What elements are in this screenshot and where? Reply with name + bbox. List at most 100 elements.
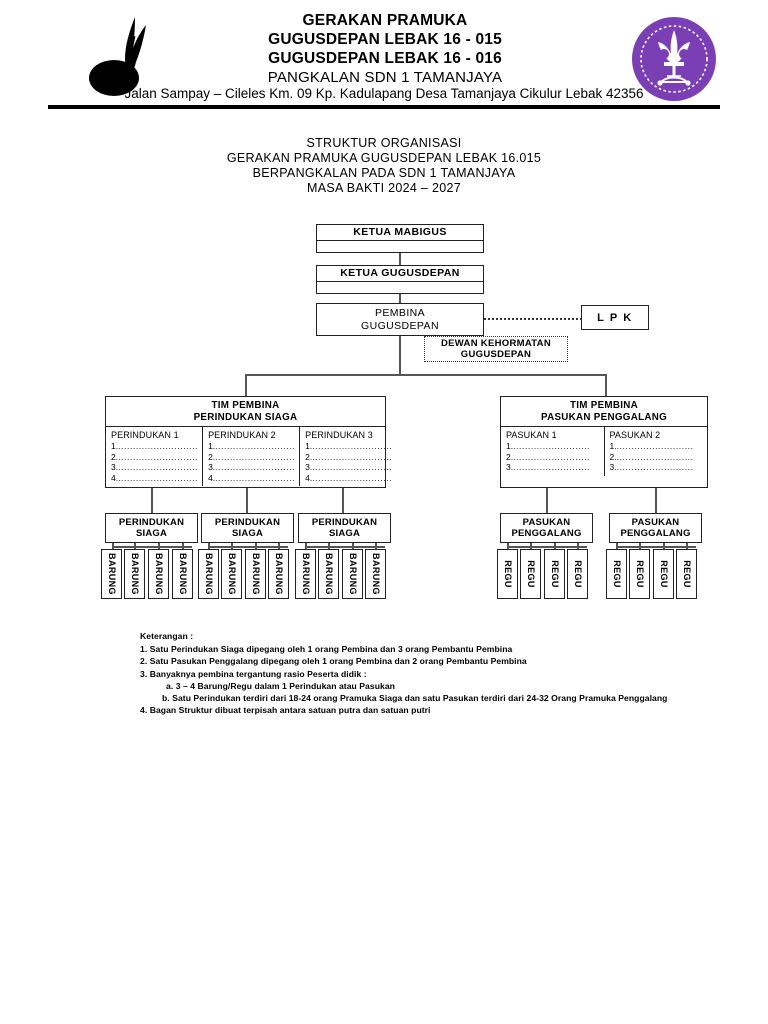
- node-barung-3-3[interactable]: BARUNG: [342, 549, 363, 599]
- connector-stub-p1b: [530, 543, 532, 549]
- column-pasukan-1-row-2: 2...........................: [506, 451, 591, 462]
- node-perindukan-siaga-3-line-1: PERINDUKAN: [311, 517, 378, 528]
- group-tim-penggalang-columns: PASUKAN 1 1........................... 2…: [501, 427, 707, 476]
- node-pasukan-penggalang-1-line-1: PASUKAN: [522, 517, 571, 528]
- group-tim-siaga-columns: PERINDUKAN 1 1..........................…: [106, 427, 392, 486]
- connector-stub-p1d: [577, 543, 579, 549]
- node-barung-2-4[interactable]: BARUNG: [268, 549, 289, 599]
- column-perindukan-3-row-3: 3............................: [305, 462, 393, 472]
- connector-drop-tim-penggalang: [605, 374, 607, 397]
- connector-stub-s3c: [352, 543, 354, 549]
- connector-stub-s2b: [231, 543, 233, 549]
- letterhead-line-2: GUGUSDEPAN LEBAK 16 - 015: [268, 31, 502, 48]
- node-regu-2-3[interactable]: REGU: [653, 549, 674, 599]
- keterangan-item-2: 2. Satu Pasukan Penggalang dipegang oleh…: [140, 656, 527, 667]
- connector-mabigus-gudep: [399, 253, 401, 265]
- node-barung-1-1[interactable]: BARUNG: [101, 549, 122, 599]
- column-pasukan-1-row-1: 1...........................: [506, 441, 591, 451]
- node-dewan-kehormatan[interactable]: DEWAN KEHORMATAN GUGUSDEPAN: [424, 336, 568, 362]
- group-tim-penggalang-title: TIM PEMBINA PASUKAN PENGGALANG: [501, 397, 707, 427]
- letterhead-line-4: PANGKALAN SDN 1 TAMANJAYA: [267, 69, 503, 86]
- page-title-line-3: BERPANGKALAN PADA SDN 1 TAMANJAYA: [252, 166, 516, 180]
- node-regu-1-4[interactable]: REGU: [567, 549, 588, 599]
- node-barung-3-4[interactable]: BARUNG: [365, 549, 386, 599]
- connector-stub-s1a: [112, 543, 114, 549]
- node-barung-2-1[interactable]: BARUNG: [198, 549, 219, 599]
- node-regu-2-4[interactable]: REGU: [676, 549, 697, 599]
- node-perindukan-siaga-1[interactable]: PERINDUKAN SIAGA: [105, 513, 198, 543]
- node-pembina-gugusdepan[interactable]: PEMBINA GUGUSDEPAN: [316, 303, 484, 336]
- node-dewan-line-1: DEWAN KEHORMATAN: [441, 338, 551, 349]
- connector-col3-unit3: [342, 488, 344, 513]
- group-tim-penggalang-title-line-1: TIM PEMBINA: [569, 400, 639, 411]
- node-lpk[interactable]: L P K: [581, 305, 649, 330]
- column-perindukan-3[interactable]: PERINDUKAN 3 1..........................…: [300, 427, 396, 486]
- node-barung-1-3[interactable]: BARUNG: [148, 549, 169, 599]
- connector-col1-unit1: [151, 488, 153, 513]
- column-pasukan-2-row-3: 3...........................: [609, 462, 694, 472]
- node-regu-1-1[interactable]: REGU: [497, 549, 518, 599]
- column-perindukan-3-row-4: 4............................: [305, 472, 393, 483]
- node-ketua-mabigus[interactable]: KETUA MABIGUS: [316, 224, 484, 253]
- node-regu-2-1[interactable]: REGU: [606, 549, 627, 599]
- column-pasukan-2[interactable]: PASUKAN 2 1........................... 2…: [605, 427, 708, 476]
- node-ketua-gugusdepan[interactable]: KETUA GUGUSDEPAN: [316, 265, 484, 294]
- node-barung-1-4[interactable]: BARUNG: [172, 549, 193, 599]
- node-regu-1-3[interactable]: REGU: [544, 549, 565, 599]
- keterangan-heading: Keterangan :: [140, 631, 194, 641]
- node-pembina-line-2: GUGUSDEPAN: [361, 319, 439, 332]
- keterangan-item-3a: a. 3 – 4 Barung/Regu dalam 1 Perindukan …: [166, 680, 395, 691]
- connector-bar-siaga-1: [112, 546, 192, 548]
- column-perindukan-1[interactable]: PERINDUKAN 1 1..........................…: [106, 427, 204, 486]
- group-tim-pembina-perindukan-siaga[interactable]: TIM PEMBINA PERINDUKAN SIAGA PERINDUKAN …: [105, 396, 392, 488]
- connector-stub-p1a: [507, 543, 509, 549]
- node-pasukan-penggalang-1-line-2: PENGGALANG: [511, 528, 582, 539]
- node-perindukan-siaga-2[interactable]: PERINDUKAN SIAGA: [201, 513, 294, 543]
- connector-pembina-lpk: [484, 318, 582, 320]
- node-dewan-line-2: GUGUSDEPAN: [460, 349, 532, 360]
- connector-stub-s2c: [255, 543, 257, 549]
- connector-stub-p2b: [639, 543, 641, 549]
- node-pasukan-penggalang-2[interactable]: PASUKAN PENGGALANG: [609, 513, 702, 543]
- node-barung-1-2[interactable]: BARUNG: [124, 549, 145, 599]
- connector-stub-s3a: [305, 543, 307, 549]
- column-perindukan-2[interactable]: PERINDUKAN 2 1..........................…: [203, 427, 301, 486]
- letterhead-line-1: GERAKAN PRAMUKA: [302, 12, 468, 29]
- node-pasukan-penggalang-2-line-1: PASUKAN: [631, 517, 680, 528]
- connector-pembina-trunk: [399, 336, 401, 374]
- node-regu-1-2[interactable]: REGU: [520, 549, 541, 599]
- column-perindukan-2-row-4: 4............................: [208, 472, 296, 483]
- column-pasukan-1[interactable]: PASUKAN 1 1........................... 2…: [501, 427, 605, 476]
- keterangan-item-3: 3. Banyaknya pembina tergantung rasio Pe…: [140, 668, 367, 679]
- letterhead-address: Jalan Sampay – Cileles Km. 09 Kp. Kadula…: [124, 86, 644, 101]
- page-title-line-2: GERAKAN PRAMUKA GUGUSDEPAN LEBAK 16.015: [226, 151, 542, 165]
- node-barung-2-2[interactable]: BARUNG: [221, 549, 242, 599]
- keterangan-item-3b: b. Satu Perindukan terdiri dari 18-24 or…: [162, 693, 668, 704]
- column-perindukan-2-header: PERINDUKAN 2: [208, 430, 276, 440]
- node-regu-2-2[interactable]: REGU: [629, 549, 650, 599]
- connector-bar-siaga-2: [208, 546, 288, 548]
- group-tim-pembina-pasukan-penggalang[interactable]: TIM PEMBINA PASUKAN PENGGALANG PASUKAN 1…: [500, 396, 708, 488]
- column-perindukan-1-header: PERINDUKAN 1: [111, 430, 179, 440]
- connector-stub-s2a: [208, 543, 210, 549]
- node-perindukan-siaga-2-line-1: PERINDUKAN: [214, 517, 281, 528]
- node-perindukan-siaga-1-line-2: SIAGA: [135, 528, 168, 539]
- column-perindukan-1-row-2: 2............................: [111, 451, 199, 462]
- connector-stub-p2a: [616, 543, 618, 549]
- letterhead-line-3: GUGUSDEPAN LEBAK 16 - 016: [268, 50, 502, 67]
- node-ketua-gugusdepan-blank: [317, 282, 483, 292]
- column-pasukan-2-row-1: 1...........................: [609, 441, 694, 451]
- node-barung-2-3[interactable]: BARUNG: [245, 549, 266, 599]
- node-pasukan-penggalang-1[interactable]: PASUKAN PENGGALANG: [500, 513, 593, 543]
- connector-bar-siaga-3: [305, 546, 385, 548]
- node-barung-3-2[interactable]: BARUNG: [318, 549, 339, 599]
- column-perindukan-3-header: PERINDUKAN 3: [305, 430, 373, 440]
- connector-col2-unit2: [246, 488, 248, 513]
- node-perindukan-siaga-3[interactable]: PERINDUKAN SIAGA: [298, 513, 391, 543]
- connector-stub-p1c: [554, 543, 556, 549]
- keterangan-item-4: 4. Bagan Struktur dibuat terpisah antara…: [140, 705, 431, 716]
- tunas-kelapa-logo: [88, 8, 166, 100]
- connector-split-bar: [245, 374, 607, 376]
- node-barung-3-1[interactable]: BARUNG: [295, 549, 316, 599]
